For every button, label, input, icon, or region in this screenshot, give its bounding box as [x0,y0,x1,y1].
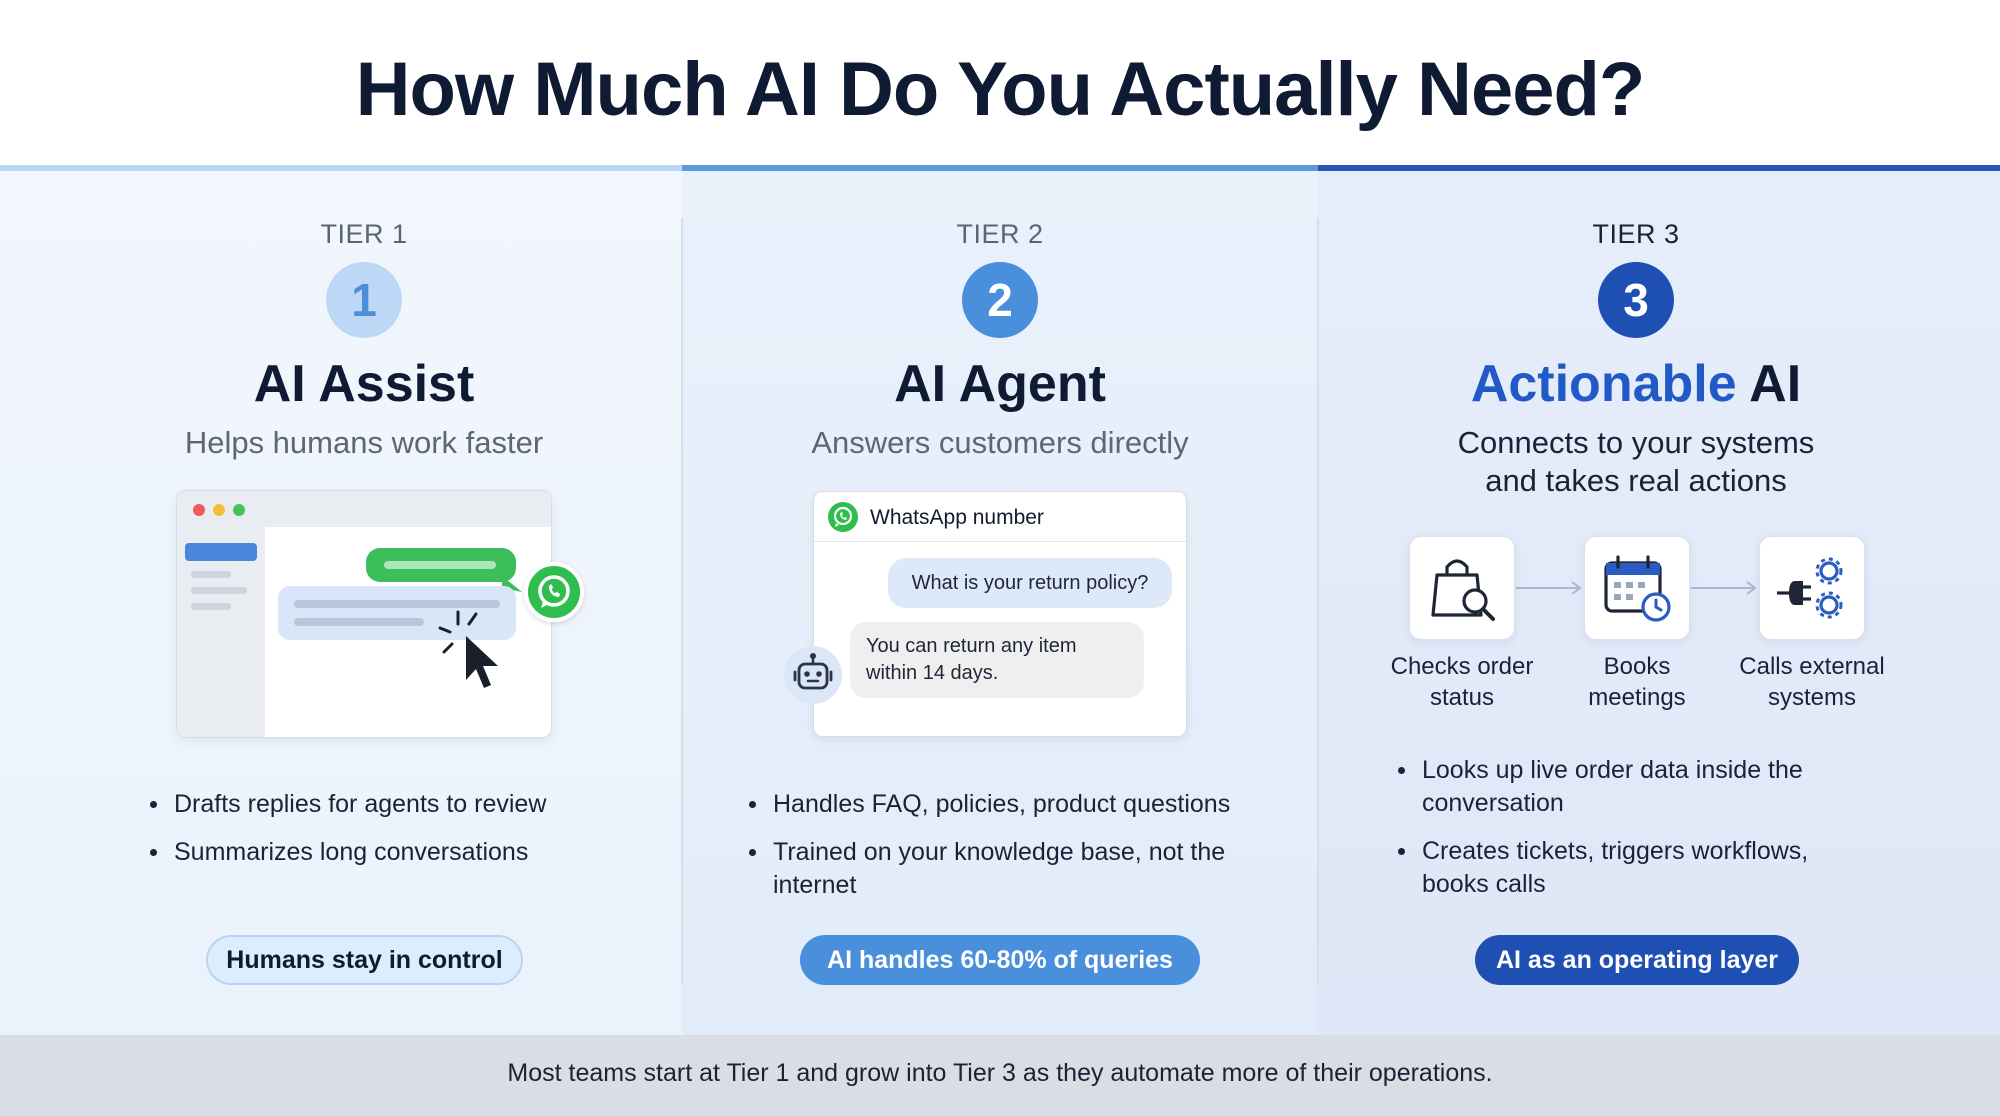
page-title: How Much AI Do You Actually Need? [355,47,1646,132]
tier2-name: AI Agent [894,355,1106,413]
draft-bubble-icon [278,586,516,640]
arrow-right-icon [1516,581,1582,595]
whatsapp-icon [828,502,858,532]
footer-text: Most teams start at Tier 1 and grow into… [507,1059,1493,1087]
column-divider [681,218,683,984]
sidebar-line [191,571,231,578]
tier2-subtitle: Answers customers directly [811,425,1189,460]
tier2-number-badge: 2 [962,262,1038,338]
chat-title: WhatsApp number [870,506,1044,529]
tier1-name: AI Assist [253,355,475,413]
minimize-dot-icon [213,504,225,516]
bullet-item: Summarizes long conversations [146,836,666,869]
tier2-label: TIER 2 [956,219,1044,249]
bullet-item: Drafts replies for agents to review [146,788,666,821]
whatsapp-icon [524,562,584,622]
robot-icon [784,646,842,704]
subtitle-line: Connects to your systems [1457,425,1815,460]
tier1-label: TIER 1 [320,219,408,249]
tier3-label: TIER 3 [1592,219,1680,249]
tier2-accent-bar [682,165,1318,171]
footer-bar: Most teams start at Tier 1 and grow into… [0,1035,2000,1116]
chat-header: WhatsApp number [814,492,1186,542]
tier3-pill: AI as an operating layer [1475,935,1799,985]
column-divider [1317,218,1319,984]
bullet-item: Creates tickets, triggers workflows, boo… [1394,835,1854,901]
bullet-item: Trained on your knowledge base, not the … [745,836,1235,902]
plug-gears-icon [1759,536,1865,640]
tier2-bullets: Handles FAQ, policies, product questions… [745,788,1285,917]
window-sidebar [177,527,265,737]
tier3-name-highlight: Actionable [1470,355,1737,413]
tier1-pill: Humans stay in control [206,935,523,985]
calendar-clock-icon [1584,536,1690,640]
tier1-subtitle: Helps humans work faster [184,425,544,460]
bullet-item: Handles FAQ, policies, product questions [745,788,1285,821]
bullet-item: Looks up live order data inside the conv… [1394,754,1854,820]
shopping-bag-search-icon [1409,536,1515,640]
tier3-name: Actionable AI [1316,354,1956,414]
tier3-bullets: Looks up live order data inside the conv… [1394,754,1854,916]
sidebar-selected-item [185,543,257,561]
tier1-accent-bar [0,165,682,171]
bot-message: You can return any item within 14 days. [850,622,1144,698]
close-dot-icon [193,504,205,516]
subtitle-line: and takes real actions [1485,463,1787,498]
tier3-accent-bar [1318,165,2000,171]
bot-message-line: within 14 days. [866,662,999,684]
tier1-bullets: Drafts replies for agents to review Summ… [146,788,666,884]
action-label-external-systems: Calls external systems [1739,653,1885,711]
tier1-number-badge: 1 [326,262,402,338]
action-label-order-status: Checks order status [1390,653,1534,711]
cursor-click-icon [438,610,498,688]
sidebar-line [191,603,231,610]
reply-bubble-icon [366,548,516,582]
maximize-dot-icon [233,504,245,516]
tier2-pill: AI handles 60-80% of queries [800,935,1200,985]
title-bar: How Much AI Do You Actually Need? [0,0,2000,166]
tier3-name-rest: AI [1736,355,1802,413]
arrow-right-icon [1691,581,1757,595]
user-message: What is your return policy? [888,558,1172,608]
tier3-number-badge: 3 [1598,262,1674,338]
tier3-subtitle: Connects to your systems and takes real … [1316,424,1956,500]
bot-message-line: You can return any item [866,635,1077,657]
action-label-meetings: Books meetings [1588,653,1686,711]
whatsapp-chat-card: WhatsApp number What is your return poli… [813,491,1187,737]
sidebar-line [191,587,247,594]
